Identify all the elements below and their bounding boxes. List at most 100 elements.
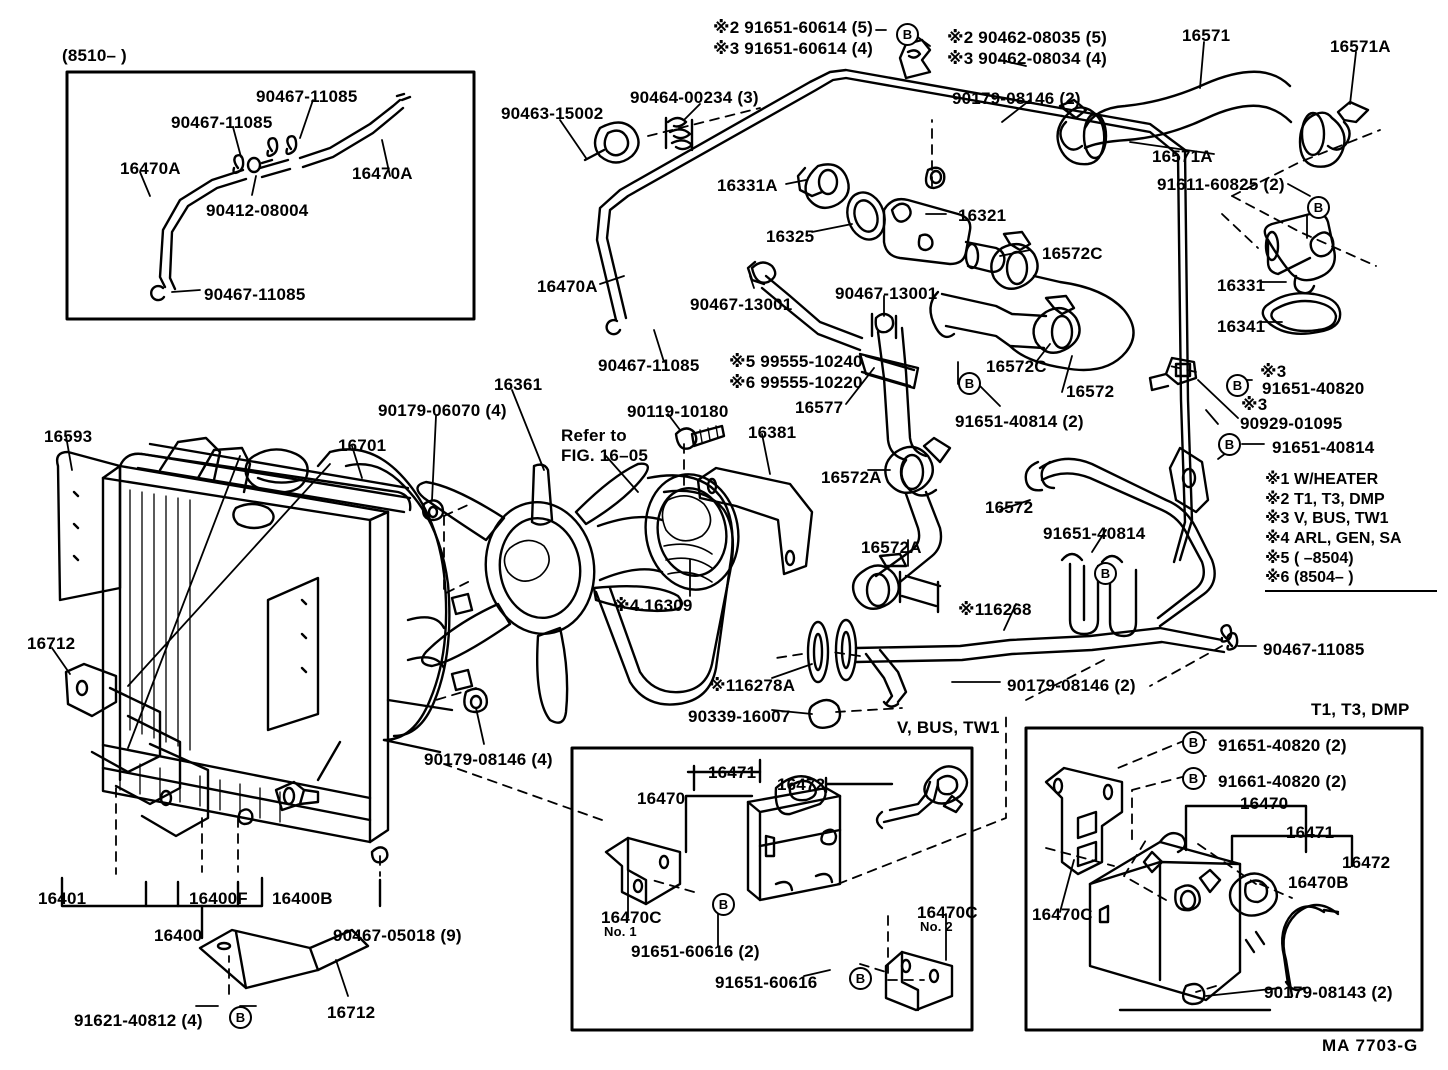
part-label-l05: 90412-08004 <box>206 201 309 220</box>
part-label-l44: FIG. 16–05 <box>561 446 649 465</box>
part-label-l80: 16470B <box>1288 873 1349 892</box>
part-label-l25: 90467-13001 <box>690 295 793 314</box>
part-label-l42: 16361 <box>494 375 543 394</box>
part-label-l60: 16400F <box>189 889 248 908</box>
part-label-l79: 16472 <box>1342 853 1391 872</box>
part-label-l58: 90467-11085 <box>1263 640 1365 659</box>
drawing-code: MA 7703-G <box>1322 1036 1419 1055</box>
part-label-l62: 16400 <box>154 926 203 945</box>
part-label-l77: 16470 <box>1240 794 1289 813</box>
part-label-l38: 91651-40814 <box>1272 438 1375 457</box>
part-label-l41: 90179-06070 (4) <box>378 401 507 420</box>
legend-text: T1, T3, DMP <box>1294 490 1385 508</box>
part-label-l48: 16572 <box>985 498 1034 517</box>
part-label-l65: 16712 <box>327 1003 376 1022</box>
part-label-l47: 16572A <box>821 468 882 487</box>
legend-text: V, BUS, TW1 <box>1294 510 1389 528</box>
b-marker-icon: B <box>1094 562 1117 585</box>
b-marker-icon: B <box>1226 374 1249 397</box>
part-label-l11: 90464-00234 (3) <box>630 88 759 107</box>
part-label-l08: ※3 91651-60614 (4) <box>713 39 874 58</box>
legend-key: ※6 <box>1265 569 1290 587</box>
part-label-l27: 16572 <box>1066 382 1115 401</box>
part-label-l26: 90467-13001 <box>835 284 938 303</box>
revision-note: (8510– ) <box>62 46 127 65</box>
part-label-l32: 16577 <box>795 398 844 417</box>
part-label-l17: 91611-60825 (2) <box>1157 175 1285 194</box>
part-label-l72: 91651-60616 <box>715 973 818 992</box>
b-marker-icon: B <box>958 372 981 395</box>
part-label-l21: 16572C <box>1042 244 1103 263</box>
b-marker-icon: B <box>1182 731 1205 754</box>
part-label-l70: No. 1 <box>604 924 637 939</box>
part-label-l29: ※5 99555-10240 <box>729 352 863 371</box>
part-label-l82: 90179-08143 (2) <box>1264 983 1393 1002</box>
part-label-l81: 16470C <box>1032 905 1093 924</box>
part-label-l53: 16712 <box>27 634 76 653</box>
part-label-l24: 16470A <box>537 277 598 296</box>
part-label-l71: 91651-60616 (2) <box>631 942 760 961</box>
legend-key: ※2 <box>1265 490 1290 508</box>
part-label-l10: ※3 90462-08034 (4) <box>947 49 1108 68</box>
part-label-l66: 16471 <box>708 763 757 782</box>
inset-caption-v-bus-tw1: V, BUS, TW1 <box>897 718 1000 737</box>
part-label-l75: 91651-40820 (2) <box>1218 736 1347 755</box>
part-label-l19: 16321 <box>958 206 1007 225</box>
part-label-l68: 16470 <box>637 789 686 808</box>
part-label-l46: 16381 <box>748 423 797 442</box>
b-marker-icon: B <box>229 1006 252 1029</box>
legend-row: ※5( –8504) <box>1265 549 1437 569</box>
b-marker-icon: B <box>896 23 919 46</box>
part-label-l20: 16325 <box>766 227 815 246</box>
part-label-l54: 90179-08146 (4) <box>424 750 553 769</box>
part-label-l76: 91661-40820 (2) <box>1218 772 1347 791</box>
part-label-l69: 16470C <box>601 908 662 927</box>
part-label-l07: ※2 91651-60614 (5) <box>713 18 874 37</box>
part-label-l23: 16341 <box>1217 317 1266 336</box>
part-label-l64: 91621-40812 (4) <box>74 1011 203 1030</box>
part-label-l06: 90467-11085 <box>204 285 306 304</box>
part-label-l73: 16470C <box>917 903 978 922</box>
part-label-l33: 91651-40814 (2) <box>955 412 1084 431</box>
part-label-l02: 90467-11085 <box>256 87 358 106</box>
part-label-l61: 16400B <box>272 889 333 908</box>
part-label-l15: 16571A <box>1330 37 1391 56</box>
part-label-l78: 16471 <box>1286 823 1335 842</box>
b-marker-icon: B <box>712 893 735 916</box>
part-label-l36: ※3 <box>1241 395 1268 414</box>
part-label-l57: 90179-08146 (2) <box>1007 676 1136 695</box>
part-label-l04: 16470A <box>352 164 413 183</box>
legend-row: ※6(8504– ) <box>1265 568 1437 588</box>
inset-caption-t1-t3-dmp: T1, T3, DMP <box>1311 700 1410 719</box>
part-label-l50: 16572A <box>861 538 922 557</box>
legend-text: (8504– ) <box>1294 569 1354 587</box>
part-label-l37: 90929-01095 <box>1240 414 1343 433</box>
part-label-l63: 90467-05018 (9) <box>333 926 462 945</box>
part-label-l28: 16572C <box>986 357 1047 376</box>
part-label-l35: 91651-40820 <box>1262 379 1365 398</box>
part-label-l52: ※4.16309 <box>613 596 693 615</box>
b-marker-icon: B <box>1182 767 1205 790</box>
part-label-l34: ※3 <box>1260 362 1287 381</box>
part-label-l22: 16331 <box>1217 276 1266 295</box>
part-label-l31: 90467-11085 <box>598 356 700 375</box>
b-marker-icon: B <box>1307 196 1330 219</box>
part-label-l13: 90179-08146 (2) <box>952 89 1081 108</box>
part-label-l49: 91651-40814 <box>1043 524 1146 543</box>
part-label-l01: 90467-11085 <box>171 113 273 132</box>
part-label-l39: 16593 <box>44 427 93 446</box>
legend-text: ARL, GEN, SA <box>1294 530 1402 548</box>
part-label-l45: 90119-10180 <box>627 402 729 421</box>
part-label-l14: 16571 <box>1182 26 1231 45</box>
part-label-l40: 16701 <box>338 436 387 455</box>
part-label-l09: ※2 90462-08035 (5) <box>947 28 1108 47</box>
legend-underline <box>1265 590 1437 593</box>
legend-key: ※5 <box>1265 549 1290 567</box>
legend-key: ※1 <box>1265 471 1290 488</box>
